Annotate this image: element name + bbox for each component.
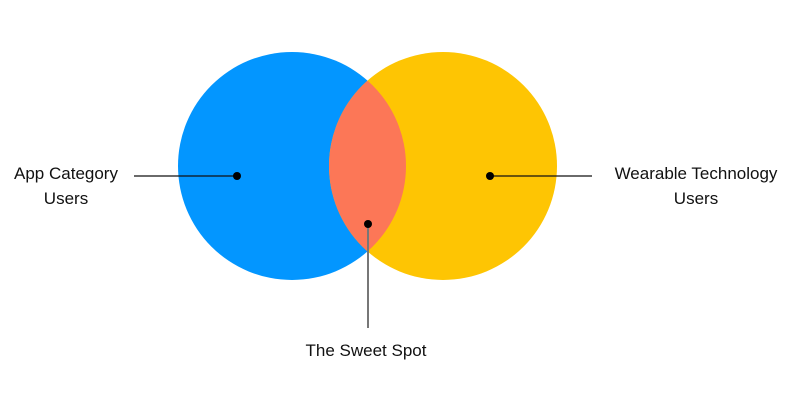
app-category-label-line1: App Category — [14, 164, 118, 183]
wearable-technology-label-line2: Users — [673, 189, 719, 208]
sweet-spot-intersection — [329, 52, 406, 280]
right-marker-dot — [486, 172, 494, 180]
wearable-technology-label: Wearable Technology Users — [596, 161, 796, 211]
app-category-label: App Category Users — [0, 161, 132, 211]
left-marker-dot — [233, 172, 241, 180]
wearable-technology-label-line1: Wearable Technology — [614, 164, 778, 183]
app-category-label-line2: Users — [43, 189, 89, 208]
sweet-spot-label: The Sweet Spot — [305, 341, 427, 360]
sweet-spot-marker-dot — [364, 220, 372, 228]
